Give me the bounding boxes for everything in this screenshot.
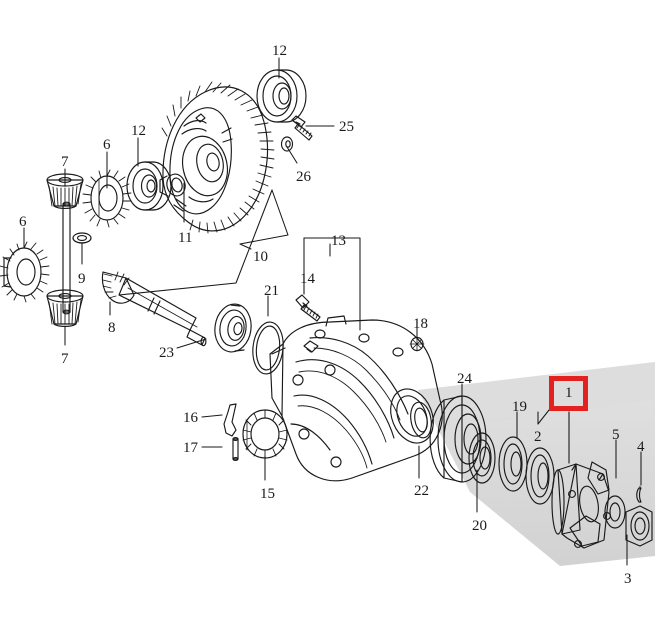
part-11-ring-gear-differential-case xyxy=(159,81,275,234)
callout-label-6: 6 xyxy=(19,214,27,230)
part-15-lock-ring xyxy=(242,409,288,459)
part-3-flange-nut xyxy=(625,505,653,547)
part-10-drive-pinion-shaft xyxy=(101,271,207,347)
callout-label-4: 4 xyxy=(637,439,645,455)
callout-label-26: 26 xyxy=(296,169,311,185)
shade-band xyxy=(418,362,655,566)
part-12-left-side-bearing xyxy=(126,161,172,211)
callout-label-3: 3 xyxy=(624,571,632,587)
callout-label-12: 12 xyxy=(272,43,287,59)
part-26-bolt-washer xyxy=(280,136,294,152)
callout-label-12: 12 xyxy=(131,123,146,139)
leader-line-26 xyxy=(286,146,298,164)
part-22-shim xyxy=(410,401,432,439)
callout-leader-lines xyxy=(23,57,642,566)
part-8-cross-shaft-pin xyxy=(62,201,71,315)
callout-label-8: 8 xyxy=(108,320,116,336)
callout-label-11: 11 xyxy=(178,230,193,246)
part-4-cotter-pin xyxy=(636,485,642,503)
callout-label-21: 21 xyxy=(264,283,279,299)
part-12-top-side-bearing xyxy=(256,69,307,123)
part-25-ring-gear-bolt xyxy=(291,115,313,141)
callout-label-15: 15 xyxy=(260,486,275,502)
part-9-thrust-washer xyxy=(72,232,92,244)
part-23-rear-pinion-bearing xyxy=(214,303,252,353)
part-6-side-gear-left xyxy=(0,241,50,303)
callout-label-19: 19 xyxy=(512,399,527,415)
callout-label-23: 23 xyxy=(159,345,174,361)
part-14-carrier-bolt xyxy=(295,294,321,322)
callout-label-25: 25 xyxy=(339,119,354,135)
callout-label-10: 10 xyxy=(253,249,268,265)
callout-label-7: 7 xyxy=(61,351,69,367)
part-21-o-ring xyxy=(252,321,284,375)
highlight-box-part-1 xyxy=(549,376,588,411)
callout-label-5: 5 xyxy=(612,427,620,443)
callout-label-13: 13 xyxy=(331,233,346,249)
part-5-washer xyxy=(604,495,626,529)
callout-label-9: 9 xyxy=(78,271,86,287)
part-17-dowel-pin xyxy=(232,437,239,461)
callout-label-20: 20 xyxy=(472,518,487,534)
callout-label-1: 1 xyxy=(565,385,573,401)
part-1-leader xyxy=(537,409,570,464)
callout-label-14: 14 xyxy=(300,271,315,287)
part-20-front-pinion-bearing xyxy=(468,432,496,484)
callout-label-24: 24 xyxy=(457,371,472,387)
callout-label-7: 7 xyxy=(61,154,69,170)
callout-label-6: 6 xyxy=(103,137,111,153)
callout-label-16: 16 xyxy=(183,410,198,426)
callout-label-22: 22 xyxy=(414,483,429,499)
leader-line-23 xyxy=(176,338,207,349)
callout-label-18: 18 xyxy=(413,316,428,332)
part-13-carrier-housing xyxy=(269,315,443,482)
part-16-retaining-clip xyxy=(223,403,237,437)
callout-label-17: 17 xyxy=(183,440,198,456)
part-6-side-gear-upper xyxy=(82,169,132,228)
callout-label-2: 2 xyxy=(534,429,542,445)
leader-line-16 xyxy=(201,414,223,418)
part-7-pinion-gear-lower xyxy=(46,289,84,327)
assembly-bracket-lines xyxy=(118,189,361,331)
part-1-flange-yoke xyxy=(551,461,611,549)
